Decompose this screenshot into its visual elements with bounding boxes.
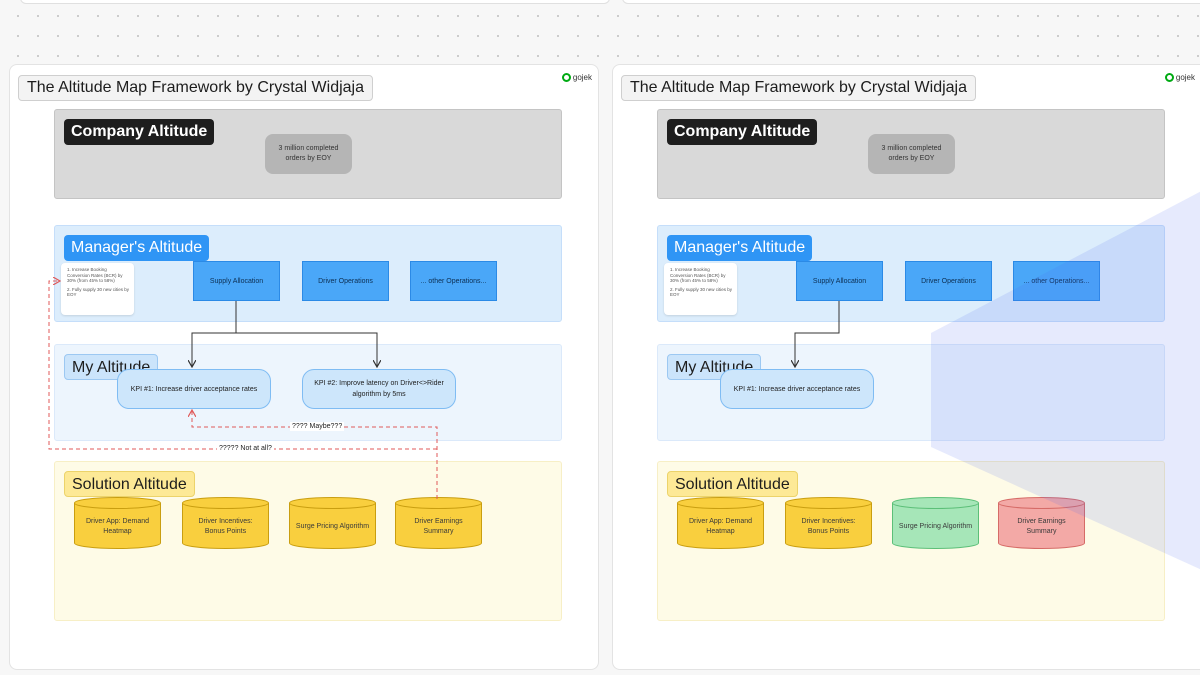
board-title[interactable]: The Altitude Map Framework by Crystal Wi… [18,75,373,101]
cylinder-shape [998,497,1085,549]
connector-supply-to-kpi2 [236,332,377,366]
brand-name: gojek [572,73,592,82]
gojek-logo-icon [1164,73,1174,82]
kpi-1[interactable]: KPI #1: Increase driver acceptance rates [720,369,874,409]
spotlight-overlay [931,191,1200,570]
manager-goal-1: 1. Increase Booking Conversion Rates (BC… [67,267,123,284]
cylinder-shape [182,497,269,549]
cylinder-shape [395,497,482,549]
manager-altitude-label[interactable]: Manager's Altitude [64,235,210,261]
solution-bonus-points[interactable]: Driver Incentives: Bonus Points [182,497,269,549]
frame-top-right [622,0,1200,4]
solution-surge-pricing[interactable]: Surge Pricing Algorithm [289,497,376,549]
manager-goals-note[interactable]: 1. Increase Booking Conversion Rates (BC… [61,263,134,315]
operation-other[interactable]: ... other Operations... [410,261,497,301]
cylinder-shape [677,497,764,549]
kpi-1[interactable]: KPI #1: Increase driver acceptance rates [117,369,271,409]
relation-maybe-line [192,411,438,499]
kpi-2[interactable]: KPI #2: Improve latency on Driver<>Rider… [302,369,456,409]
connector-layer [48,65,438,499]
manager-goals-note[interactable]: 1. Increase Booking Conversion Rates (BC… [664,263,737,315]
company-altitude-zone[interactable]: Company Altitude 3 million completed ord… [657,109,1165,199]
solution-text: Surge Pricing Algorithm [295,523,370,530]
my-altitude-zone[interactable]: My Altitude KPI #1: Increase driver acce… [54,344,562,441]
gojek-logo: gojek [561,73,592,82]
connector-layer [613,191,1200,570]
altitude-board-1[interactable]: The Altitude Map Framework by Crystal Wi… [9,64,599,670]
company-altitude-label[interactable]: Company Altitude [64,119,215,145]
company-goal[interactable]: 3 million completed orders by EOY [868,134,955,174]
manager-goal-2: 2. Fully supply 30 new cities by EOY [67,286,130,298]
solution-bonus-points[interactable]: Driver Incentives: Bonus Points [785,497,872,549]
solution-text: Driver Incentives: Bonus Points [198,518,253,535]
altitude-board-2[interactable]: The Altitude Map Framework by Crystal Wi… [612,64,1200,670]
cylinder-shape [289,497,376,549]
solution-surge-pricing[interactable]: Surge Pricing Algorithm [892,497,979,549]
company-altitude-zone[interactable]: Company Altitude 3 million completed ord… [54,109,562,199]
gojek-logo-icon [561,73,571,82]
frame-top-left [20,0,610,4]
operation-driver-operations[interactable]: Driver Operations [302,261,389,301]
gojek-logo: gojek [1164,73,1195,82]
solution-demand-heatmap[interactable]: Driver App: Demand Heatmap [74,497,161,549]
solution-text: Driver App: Demand Heatmap [688,518,753,535]
solution-text: Surge Pricing Algorithm [898,523,973,530]
solution-earnings-summary[interactable]: Driver Earnings Summary [998,497,1085,549]
solution-text: Driver Earnings Summary [414,518,463,535]
solution-earnings-summary[interactable]: Driver Earnings Summary [395,497,482,549]
solution-altitude-zone[interactable]: Solution Altitude Driver App: Demand Hea… [54,461,562,621]
board-title[interactable]: The Altitude Map Framework by Crystal Wi… [621,75,976,101]
company-altitude-label[interactable]: Company Altitude [667,119,818,145]
solution-text: Driver App: Demand Heatmap [85,518,150,535]
connector-supply-to-kpi1 [795,301,840,366]
relation-maybe-label[interactable]: ???? Maybe??? [290,422,345,431]
solution-altitude-label[interactable]: Solution Altitude [64,471,195,497]
manager-altitude-zone[interactable]: Manager's Altitude 1. Increase Booking C… [54,225,562,322]
manager-goal-2: 2. Fully supply 30 new cities by EOY [670,286,733,298]
solution-text: Driver Incentives: Bonus Points [801,518,856,535]
solution-altitude-label[interactable]: Solution Altitude [667,471,798,497]
brand-name: gojek [1175,73,1195,82]
solution-altitude-zone[interactable]: Solution Altitude Driver App: Demand Hea… [657,461,1165,621]
operation-driver-operations[interactable]: Driver Operations [905,261,992,301]
operation-supply-allocation[interactable]: Supply Allocation [193,261,280,301]
solution-text: Driver Earnings Summary [1017,518,1066,535]
relation-not-at-all-label[interactable]: ????? Not at all? [217,444,274,453]
solution-demand-heatmap[interactable]: Driver App: Demand Heatmap [677,497,764,549]
relation-not-at-all-line [48,281,437,450]
manager-altitude-label[interactable]: Manager's Altitude [667,235,813,261]
cylinder-shape [74,497,161,549]
my-altitude-zone[interactable]: My Altitude KPI #1: Increase driver acce… [657,344,1165,441]
company-goal[interactable]: 3 million completed orders by EOY [265,134,352,174]
operation-supply-allocation[interactable]: Supply Allocation [796,261,883,301]
manager-altitude-zone[interactable]: Manager's Altitude 1. Increase Booking C… [657,225,1165,322]
cylinder-shape [892,497,979,549]
connector-supply-to-kpi1 [192,301,237,366]
operation-other[interactable]: ... other Operations... [1013,261,1100,301]
cylinder-shape [785,497,872,549]
manager-goal-1: 1. Increase Booking Conversion Rates (BC… [670,267,726,284]
